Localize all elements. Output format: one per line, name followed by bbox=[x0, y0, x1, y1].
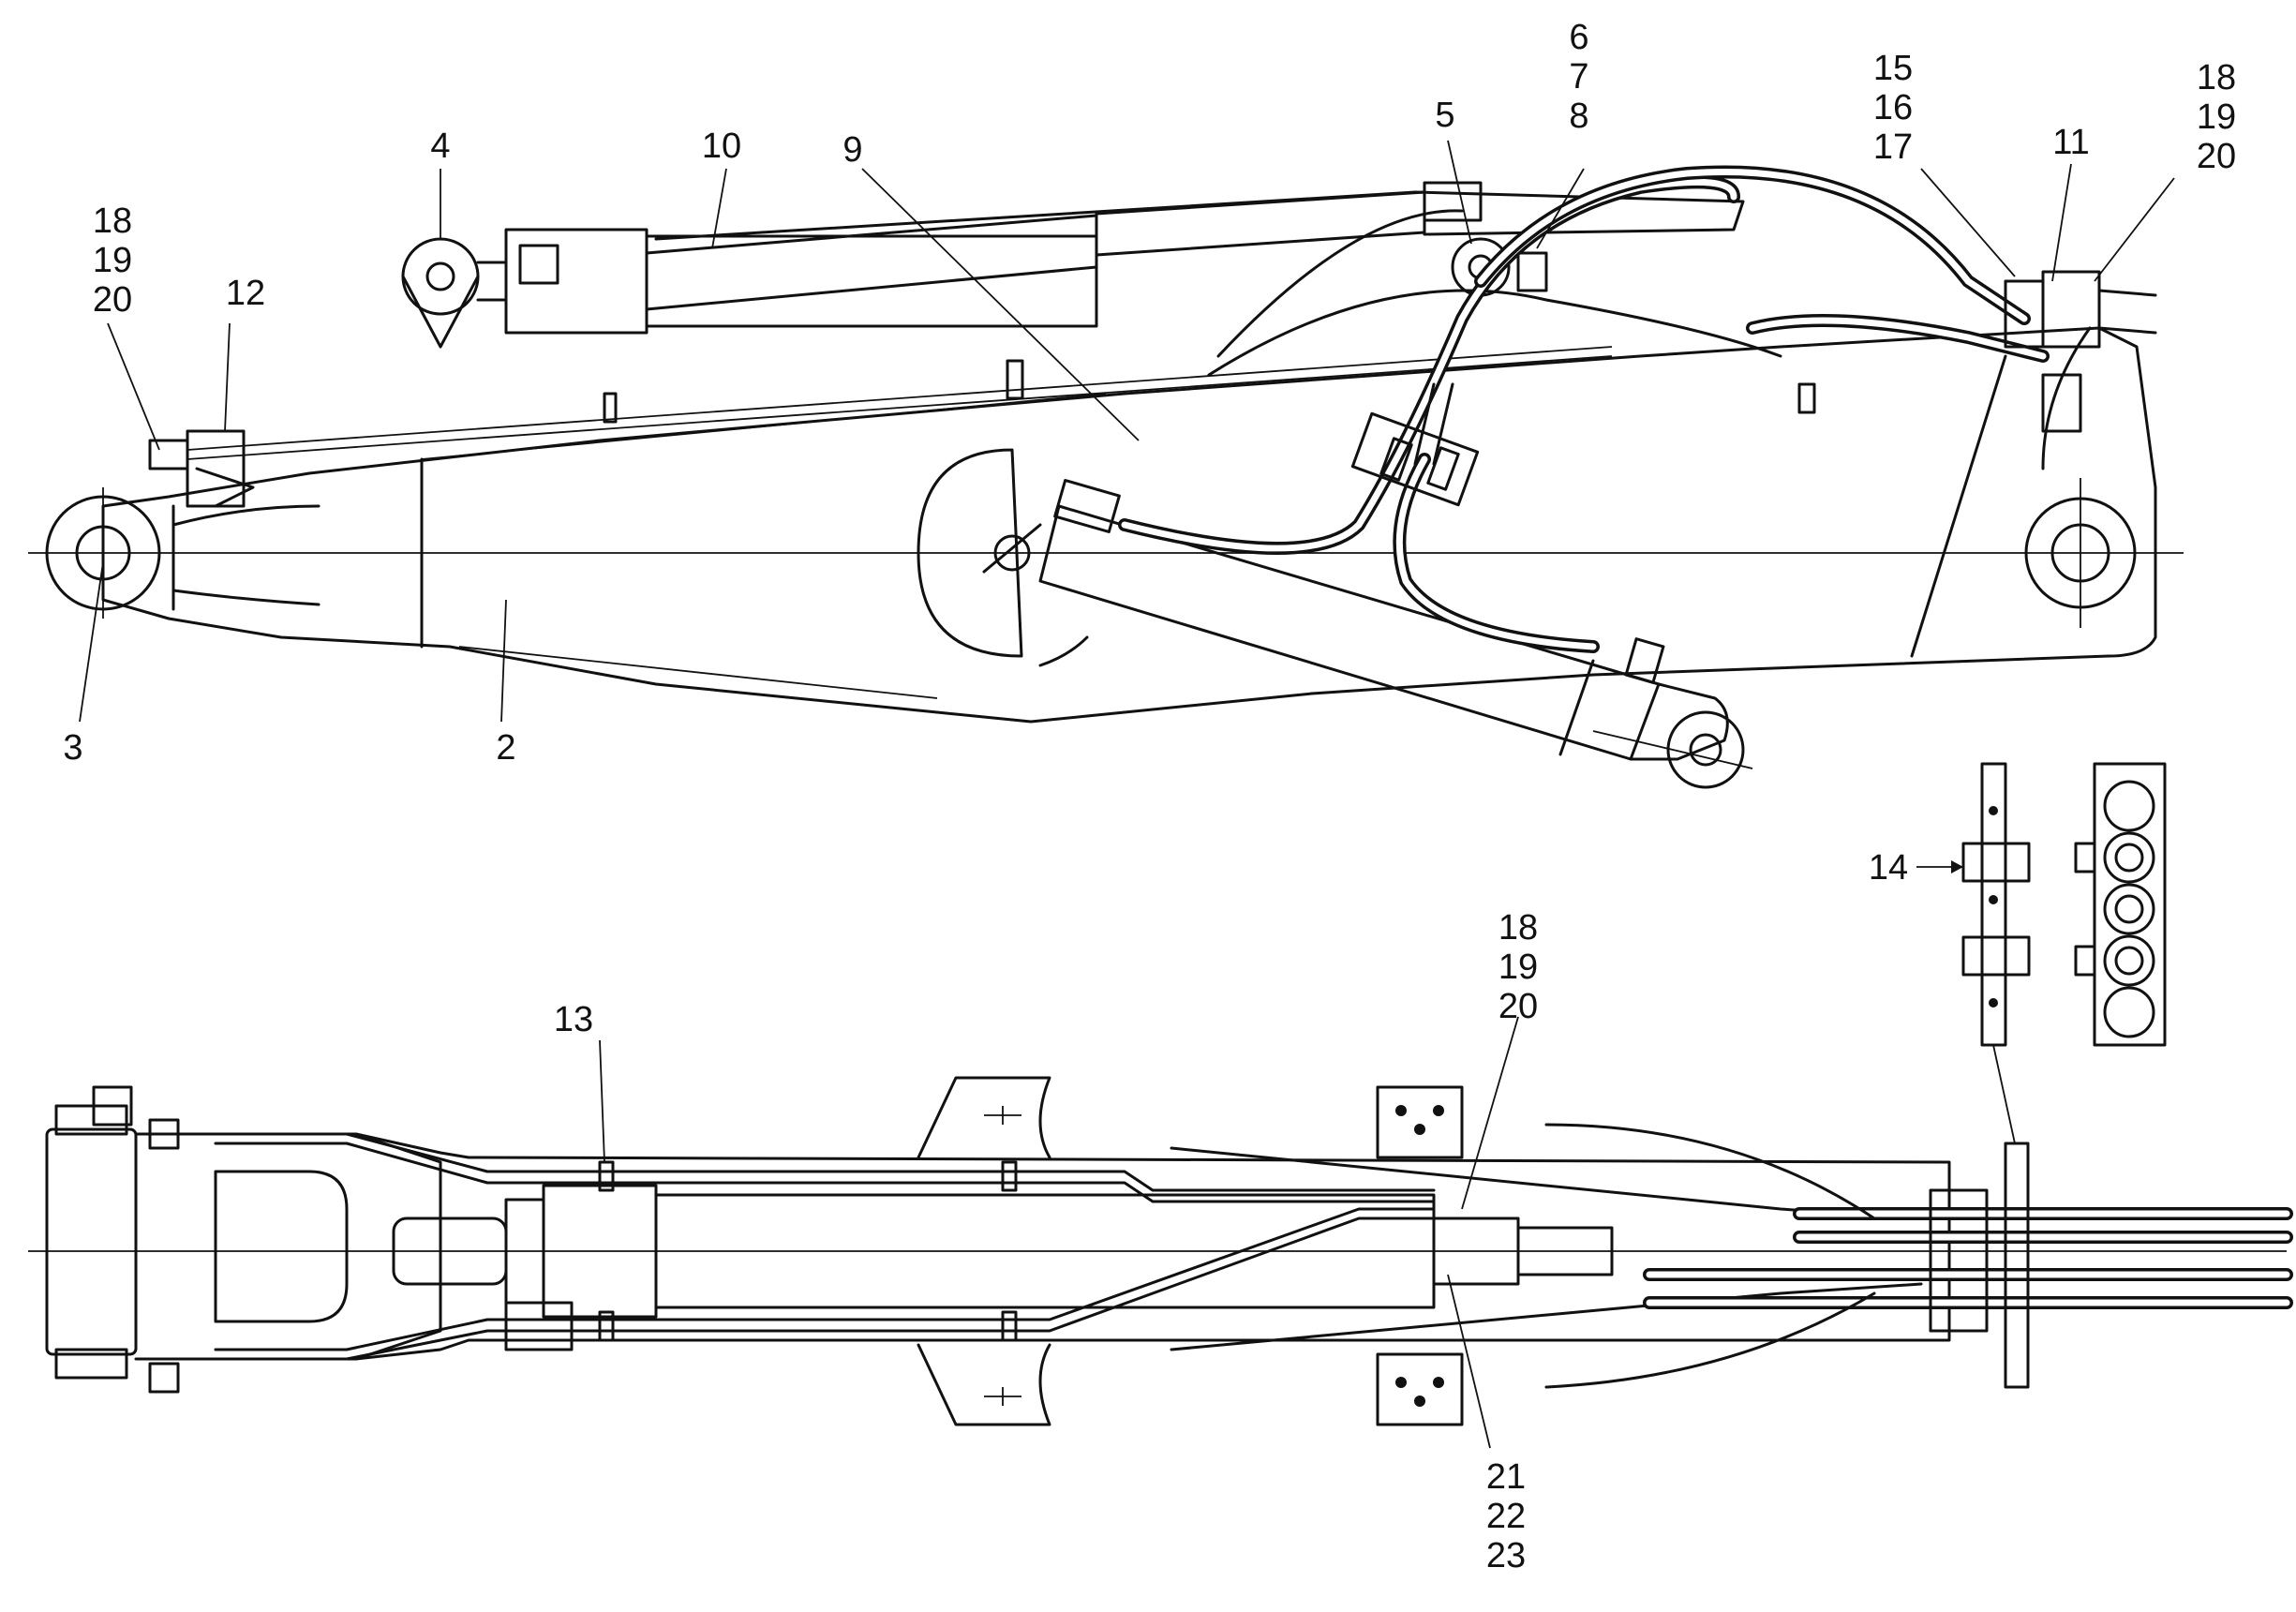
callout-16: 16 bbox=[1873, 88, 1913, 127]
callout-10: 10 bbox=[702, 127, 741, 166]
boom-side-outline bbox=[28, 209, 2184, 724]
callout-9: 9 bbox=[842, 130, 862, 170]
cylinder-top bbox=[392, 1184, 1614, 1351]
callout-23: 23 bbox=[1486, 1536, 1526, 1575]
callout-3: 3 bbox=[63, 728, 82, 768]
callout-12: 12 bbox=[226, 274, 265, 313]
boom-top-fittings bbox=[603, 359, 1816, 424]
hoses-top bbox=[1544, 1123, 2293, 1389]
callout-22: 22 bbox=[1486, 1497, 1526, 1536]
leader-lines-top bbox=[599, 1016, 1519, 1449]
arm-cylinder bbox=[401, 181, 1745, 349]
callout-15: 15 bbox=[1873, 49, 1913, 88]
callout-20-right: 20 bbox=[2197, 137, 2236, 176]
callout-20-top: 20 bbox=[1498, 987, 1538, 1026]
side-view bbox=[28, 140, 2184, 789]
callout-18-right: 18 bbox=[2197, 58, 2236, 97]
callout-18-top: 18 bbox=[1498, 908, 1538, 948]
leader-lines-side bbox=[79, 140, 2175, 723]
clamp-detail-view bbox=[1916, 762, 2167, 1144]
callout-18-left: 18 bbox=[93, 202, 132, 241]
callouts-detail-view: 14 bbox=[1869, 848, 1908, 888]
hose-clamps-right bbox=[2004, 270, 2157, 433]
connector-block bbox=[1350, 411, 1480, 507]
hydraulic-hoses-side bbox=[1118, 165, 2050, 653]
callout-19-top: 19 bbox=[1498, 948, 1538, 987]
callout-4: 4 bbox=[430, 127, 450, 166]
arm-pin bbox=[2024, 478, 2137, 628]
callout-19-right: 19 bbox=[2197, 97, 2236, 137]
hose-clamps-left bbox=[148, 429, 255, 508]
tubes-top bbox=[214, 1132, 1923, 1361]
callout-11: 11 bbox=[2052, 123, 2089, 162]
callout-13: 13 bbox=[554, 1000, 593, 1039]
boom-foot-pin bbox=[45, 487, 161, 619]
callout-5: 5 bbox=[1435, 96, 1454, 135]
clamp-bar-top bbox=[1929, 1142, 2030, 1389]
callout-8: 8 bbox=[1569, 97, 1588, 136]
callout-19-left: 19 bbox=[93, 241, 132, 280]
boom-top-outline bbox=[28, 1076, 2287, 1426]
callout-6: 6 bbox=[1569, 18, 1588, 57]
callout-17: 17 bbox=[1873, 127, 1913, 167]
callout-14: 14 bbox=[1869, 848, 1908, 888]
clamps-top bbox=[148, 1118, 1018, 1394]
callout-20-left: 20 bbox=[93, 280, 132, 320]
callout-7: 7 bbox=[1569, 57, 1588, 97]
callouts-side-view: 2 3 4 5 6 7 8 9 10 11 12 15 16 17 18 19 … bbox=[63, 18, 2236, 768]
callouts-top-view: 13 18 19 20 21 22 23 bbox=[554, 908, 1538, 1575]
top-view bbox=[28, 1016, 2293, 1449]
callout-2: 2 bbox=[496, 728, 515, 768]
mounting-pads bbox=[1376, 1085, 1464, 1426]
boom-cylinder-bracket bbox=[917, 448, 1089, 667]
callout-21: 21 bbox=[1486, 1457, 1526, 1497]
